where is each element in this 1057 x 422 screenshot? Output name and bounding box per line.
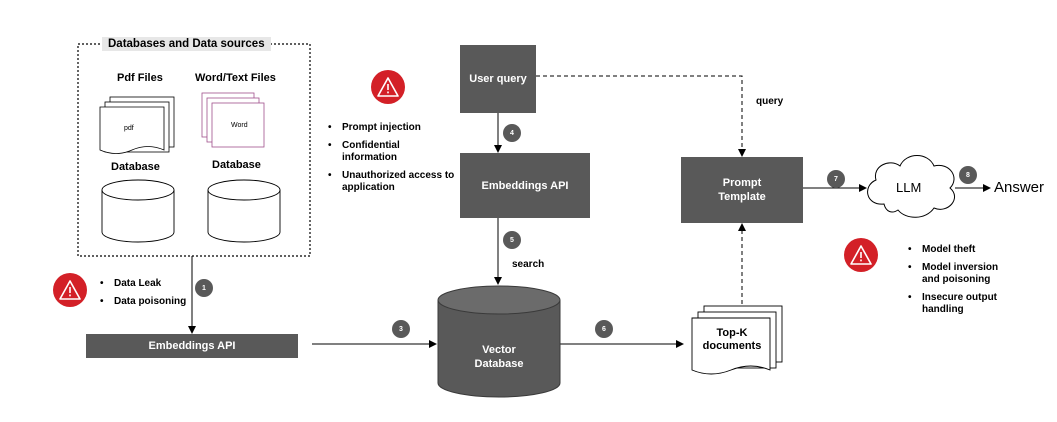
topk-label: Top-K documents [694,327,770,353]
user-query-label: User query [469,73,527,85]
cloud-icon [867,155,956,218]
vector-database-line1: Vector [482,344,516,356]
pdf-document-icon [99,96,175,154]
query-risks-list: Prompt injection Confidential informatio… [326,122,456,200]
query-risk-item: Prompt injection [326,122,456,134]
step-badge-3: 3 [392,320,410,338]
query-risk-item: Confidential information [326,140,456,164]
topk-line1: Top-K [716,327,748,339]
word-files-label: Word/Text Files [195,72,276,84]
prompt-template-line2: Template [718,191,766,203]
embeddings-api-box-1: Embeddings API [86,334,298,358]
database-icon-2 [207,179,281,243]
answer-label: Answer [994,179,1045,196]
database-label-2: Database [212,159,261,171]
embeddings-api-label-2: Embeddings API [481,179,569,192]
step-badge-8: 8 [959,166,977,184]
warning-icon-model [844,238,878,272]
data-risk-item: Data Leak [98,278,190,290]
data-risk-item: Data poisoning [98,296,190,308]
step-badge-5: 5 [503,231,521,249]
prompt-template-line1: Prompt [722,177,762,189]
vector-database-label: Vector Database [440,343,558,371]
model-risk-item: Model inversion and poisoning [906,262,1006,286]
data-risks-list: Data Leak Data poisoning [98,278,190,314]
model-risks-list: Model theft Model inversion and poisonin… [906,244,1006,322]
model-risk-item: Model theft [906,244,1006,256]
topk-line2: documents [702,340,762,352]
sources-title: Databases and Data sources [102,37,271,51]
warning-icon-data [53,273,87,307]
vector-database-icon [437,285,561,398]
pdf-files-label: Pdf Files [117,72,163,84]
search-edge-label: search [512,259,545,270]
embeddings-api-label-1: Embeddings API [148,340,236,352]
llm-label: LLM [896,180,922,195]
vector-database-line2: Database [474,358,524,370]
prompt-template-box: Prompt Template [681,157,803,223]
embeddings-api-box-2: Embeddings API [460,153,590,218]
warning-icon-query [371,70,405,104]
word-doc-text: Word [231,122,248,129]
query-risk-item: Unauthorized access to application [326,170,456,194]
word-document-icon [201,92,265,148]
database-icon-1 [101,179,175,243]
step-badge-6: 6 [595,320,613,338]
database-label-1: Database [111,161,160,173]
model-risk-item: Insecure output handling [906,292,1006,316]
topk-document-icon [691,305,783,375]
query-edge-label: query [756,96,784,107]
step-badge-1: 1 [195,279,213,297]
pdf-doc-text: pdf [124,125,134,132]
step-badge-7: 7 [827,170,845,188]
step-badge-4: 4 [503,124,521,142]
user-query-box: User query [460,45,536,113]
